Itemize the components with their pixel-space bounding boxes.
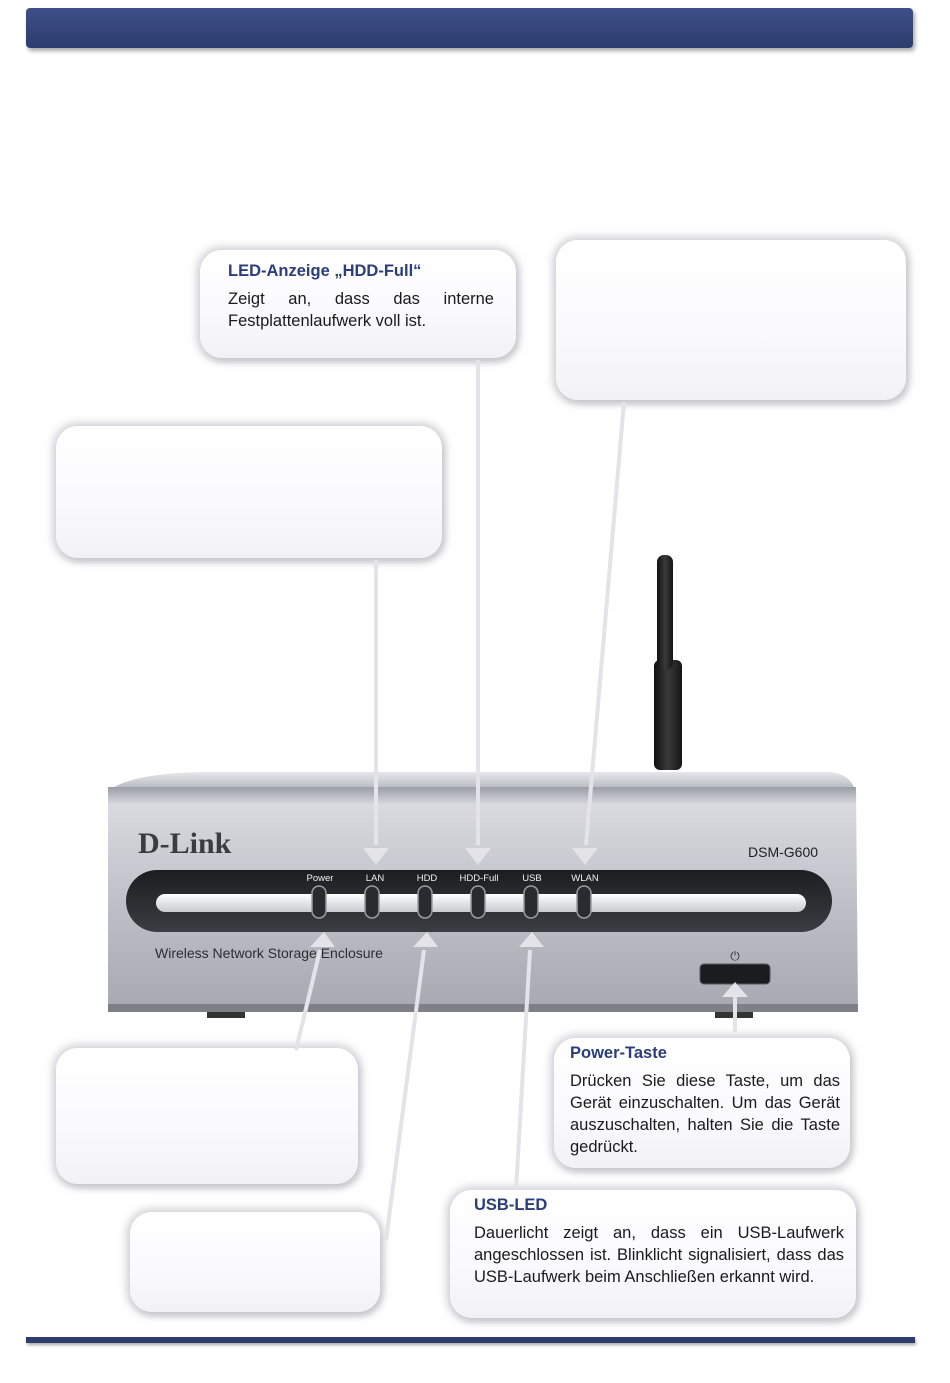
footer-rule (26, 1337, 915, 1343)
led-label-power: Power (307, 873, 334, 884)
power-symbol-icon: ⏻ (730, 949, 740, 963)
callout-power-button-title: Power-Taste (570, 1044, 667, 1062)
callout-hdd-full-title: LED-Anzeige „HDD-Full“ (228, 262, 422, 280)
device-top (110, 772, 855, 790)
led-label-wlan: WLAN (571, 873, 599, 884)
callout-power-button-text: Drücken Sie diese Taste, um das Gerät ei… (570, 1072, 840, 1156)
led-label-usb: USB (522, 873, 542, 884)
header-bar (26, 8, 913, 48)
led-label-lan: LAN (366, 873, 385, 884)
callout-hdd-full: LED-Anzeige „HDD-Full“ Zeigt an, dass da… (200, 250, 516, 358)
antenna (654, 555, 682, 770)
model-label: DSM-G600 (748, 844, 818, 860)
arrow-wlan (584, 401, 626, 846)
callout-empty-bottom-middle (130, 1212, 380, 1312)
led-label-hdd: HDD (417, 873, 438, 884)
arrow-usb-led (514, 949, 532, 1191)
callout-usb-led-title: USB-LED (474, 1196, 548, 1214)
callout-usb-led-text: Dauerlicht zeigt an, dass ein USB-Laufwe… (474, 1224, 844, 1286)
callout-empty-left (56, 426, 442, 558)
device-description: Wireless Network Storage Enclosure (155, 945, 383, 961)
led-label-hdd-full: HDD-Full (459, 873, 498, 884)
callout-empty-bottom-left (56, 1048, 358, 1184)
callout-empty-top-right (556, 240, 906, 400)
callout-usb-led: USB-LED Dauerlicht zeigt an, dass ein US… (450, 1190, 856, 1318)
arrow-power-led (294, 949, 322, 1051)
led-indicators (311, 885, 592, 919)
callout-hdd-full-text: Zeigt an, dass das interne Festplattenla… (228, 290, 494, 330)
brand-logo: D-Link (138, 827, 232, 860)
arrow-hdd-led (384, 949, 426, 1241)
callout-power-button: Power-Taste Drücken Sie diese Taste, um … (554, 1038, 850, 1168)
